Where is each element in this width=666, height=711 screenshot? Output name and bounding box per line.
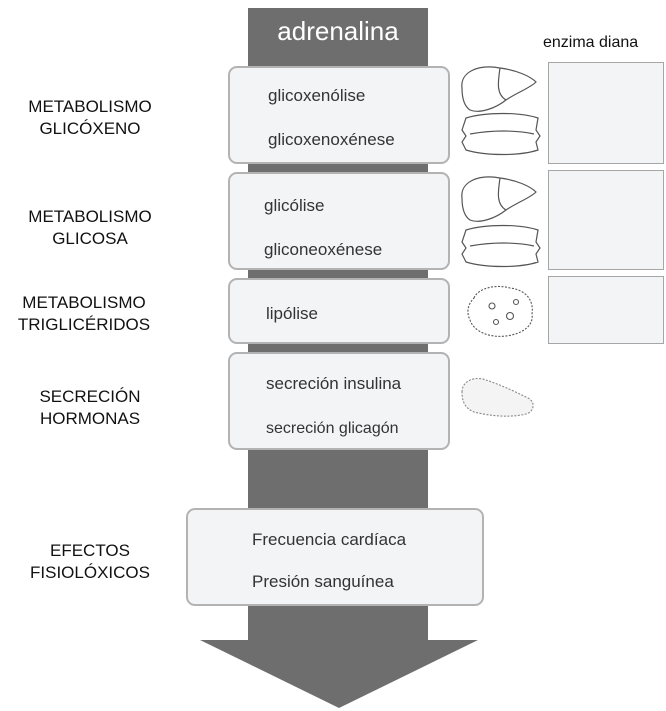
process-box-glucose: [228, 172, 450, 270]
category-label-effects: EFECTOS FISIOLÓXICOS: [0, 540, 180, 584]
process-box-hormones: [228, 352, 450, 450]
category-text: SECRECIÓN HORMONAS: [39, 387, 141, 428]
pancreas-icon: [461, 377, 534, 417]
effect-heart-rate: Frecuencia cardíaca: [252, 530, 407, 549]
process-insulin-secretion: secreción insulina: [266, 374, 402, 393]
liver-icon: [461, 66, 537, 112]
target-enzyme-box: [548, 62, 664, 164]
process-glucagon-secretion: secreción glicagón: [266, 420, 399, 437]
liver-icon: [461, 176, 537, 222]
process-box-triglycerides: [228, 278, 450, 344]
category-label-triglycerides: METABOLISMO TRIGLICÉRIDOS: [0, 292, 174, 336]
category-text: METABOLISMO TRIGLICÉRIDOS: [17, 293, 151, 334]
arrow-title: adrenalina: [277, 16, 399, 46]
process-glycogenesis: glicoxenoxénese: [268, 130, 395, 149]
target-enzyme-box: [548, 170, 664, 270]
category-label-glycogen: METABOLISMO GLICÓXENO: [0, 96, 180, 140]
muscle-icon: [461, 224, 541, 268]
process-box-effects: [186, 508, 484, 606]
muscle-icon: [461, 112, 541, 156]
target-enzyme-box: [548, 276, 664, 344]
target-enzyme-header: enzima diana: [543, 34, 639, 51]
process-glycogenolysis: glicoxenólise: [268, 86, 366, 105]
arrow-head: [200, 640, 478, 708]
category-label-glucose: METABOLISMO GLICOSA: [0, 206, 180, 250]
process-box-glycogen: [228, 66, 450, 164]
category-text: METABOLISMO GLICÓXENO: [28, 97, 152, 138]
process-lipolysis: lipólise: [266, 304, 318, 323]
adipocyte-icon: [467, 285, 533, 337]
effect-blood-pressure: Presión sanguínea: [252, 572, 394, 591]
category-text: METABOLISMO GLICOSA: [28, 207, 152, 248]
process-gluconeogenesis: gliconeoxénese: [264, 240, 383, 259]
process-glycolysis: glicólise: [264, 196, 325, 215]
category-text: EFECTOS FISIOLÓXICOS: [30, 541, 150, 582]
category-label-hormones: SECRECIÓN HORMONAS: [0, 386, 180, 430]
